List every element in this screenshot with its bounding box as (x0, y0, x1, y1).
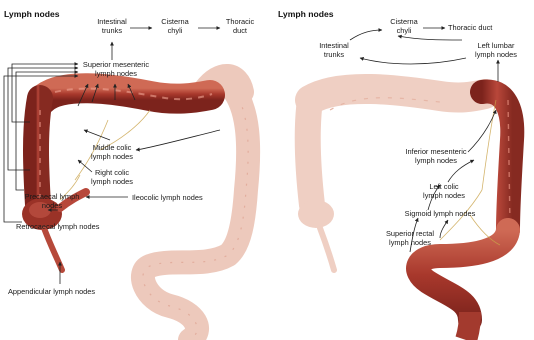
right-inferior-mesenteric-l1: Inferior mesenteric (405, 147, 467, 156)
right-left-colic-l2: lymph nodes (423, 191, 465, 200)
right-title: Lymph nodes (278, 9, 334, 19)
right-sigmoid-colon (418, 230, 508, 320)
right-superior-rectal-l2: lymph nodes (389, 238, 431, 247)
right-cisterna-chyli-l1: Cisterna (390, 17, 418, 26)
right-left-colic-l1: Left colic (429, 182, 458, 191)
left-cisterna-chyli-l1: Cisterna (161, 17, 189, 26)
right-faded-ascending-colon (308, 100, 312, 205)
right-cisterna-chyli-l2: chyli (397, 26, 412, 35)
left-middle-colic-l1: Middle colic (93, 143, 132, 152)
left-cisterna-chyli-l2: chyli (168, 26, 183, 35)
left-middle-colic-l2: lymph nodes (91, 152, 133, 161)
left-retrocaecal: Retrocaecal lymph nodes (16, 222, 100, 231)
left-precaecal-l2: nodes (42, 201, 62, 210)
right-intestinal-trunks-l1: Intestinal (319, 41, 349, 50)
right-left-lumbar-l1: Left lumbar (478, 41, 516, 50)
right-arrows (350, 28, 498, 252)
right-rectum (466, 312, 470, 340)
right-thoracic-duct: Thoracic duct (448, 23, 492, 32)
left-superior-mesenteric-l2: lymph nodes (95, 69, 137, 78)
right-intestinal-trunks-l2: trunks (324, 50, 344, 59)
right-superior-rectal-l1: Superior rectal (386, 229, 434, 238)
left-right-colic-l1: Right colic (95, 168, 129, 177)
right-left-lumbar-l2: lymph nodes (475, 50, 517, 59)
left-title: Lymph nodes (4, 9, 60, 19)
left-thoracic-duct-l1: Thoracic (226, 17, 255, 26)
right-sigmoid: Sigmoid lymph nodes (405, 209, 476, 218)
right-inferior-mesenteric-l2: lymph nodes (415, 156, 457, 165)
left-precaecal-l1: Precaecal lymph (25, 192, 80, 201)
left-appendix (44, 228, 62, 270)
left-faded-descending-colon (143, 88, 248, 340)
left-intestinal-trunks-l1: Intestinal (97, 17, 127, 26)
left-ileocolic: Ileocolic lymph nodes (132, 193, 203, 202)
left-right-colic-l2: lymph nodes (91, 177, 133, 186)
right-faded-transverse-colon (310, 89, 485, 100)
left-superior-mesenteric-l1: Superior mesenteric (83, 60, 149, 69)
left-thoracic-duct-l2: duct (233, 26, 247, 35)
left-intestinal-trunks-l2: trunks (102, 26, 122, 35)
left-appendicular: Appendicular lymph nodes (8, 287, 95, 296)
